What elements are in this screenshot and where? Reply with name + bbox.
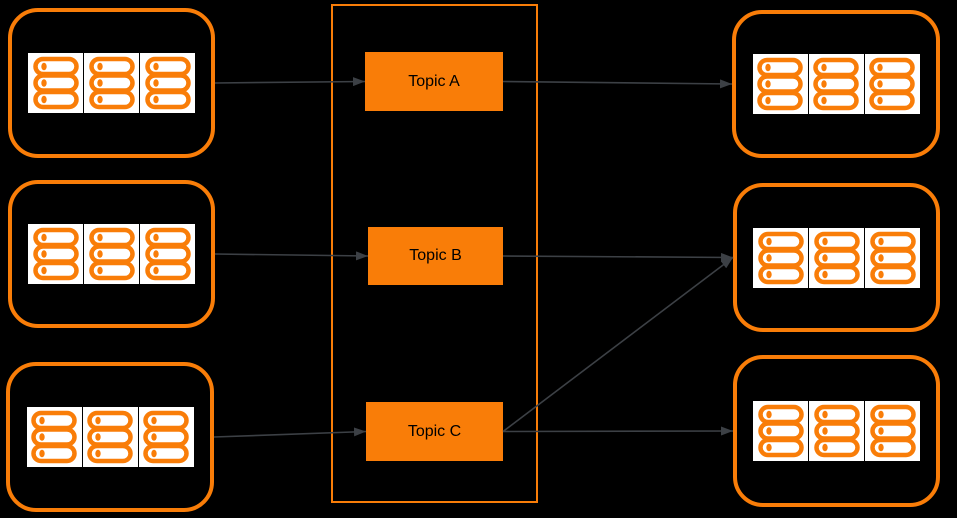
server-stack-icon [144, 56, 191, 110]
server-tile [138, 407, 194, 467]
server-stack-icon [32, 227, 79, 281]
server-stack-icon [813, 231, 860, 284]
server-stack-icon [757, 231, 804, 284]
server-tile [864, 54, 920, 114]
server-stack-icon [88, 227, 135, 281]
server-tile [28, 53, 83, 113]
topic-a: Topic A [365, 52, 503, 111]
server-tile [865, 401, 920, 461]
server-stack-icon [757, 404, 804, 458]
consumer-group-2 [733, 183, 940, 332]
server-tile [753, 227, 808, 288]
server-stack-icon [757, 57, 803, 111]
server-stack-icon [869, 404, 916, 458]
server-stack-icon [32, 56, 79, 110]
server-stack-icon [813, 57, 859, 111]
producer-group-2 [8, 180, 215, 328]
consumer-group-1 [732, 10, 940, 158]
server-tile [753, 401, 808, 461]
server-tile [26, 407, 82, 467]
server-stack-icon [144, 227, 191, 281]
server-tile [140, 53, 195, 113]
server-tile [808, 54, 864, 114]
server-tile [752, 54, 808, 114]
server-tile [809, 227, 864, 288]
server-tile [140, 224, 195, 284]
server-tile [865, 227, 920, 288]
consumer-group-3 [733, 355, 940, 507]
producer-group-1 [8, 8, 215, 158]
server-stack-icon [143, 410, 189, 464]
server-tile [84, 224, 139, 284]
topic-c: Topic C [366, 402, 503, 461]
server-stack-icon [813, 404, 860, 458]
server-stack-icon [869, 57, 915, 111]
producer-group-3 [6, 362, 214, 512]
server-tile [82, 407, 138, 467]
server-stack-icon [88, 56, 135, 110]
server-tile [84, 53, 139, 113]
topic-b: Topic B [368, 227, 503, 285]
server-tile [28, 224, 83, 284]
server-stack-icon [869, 231, 916, 284]
server-stack-icon [87, 410, 133, 464]
server-stack-icon [31, 410, 77, 464]
server-tile [809, 401, 864, 461]
